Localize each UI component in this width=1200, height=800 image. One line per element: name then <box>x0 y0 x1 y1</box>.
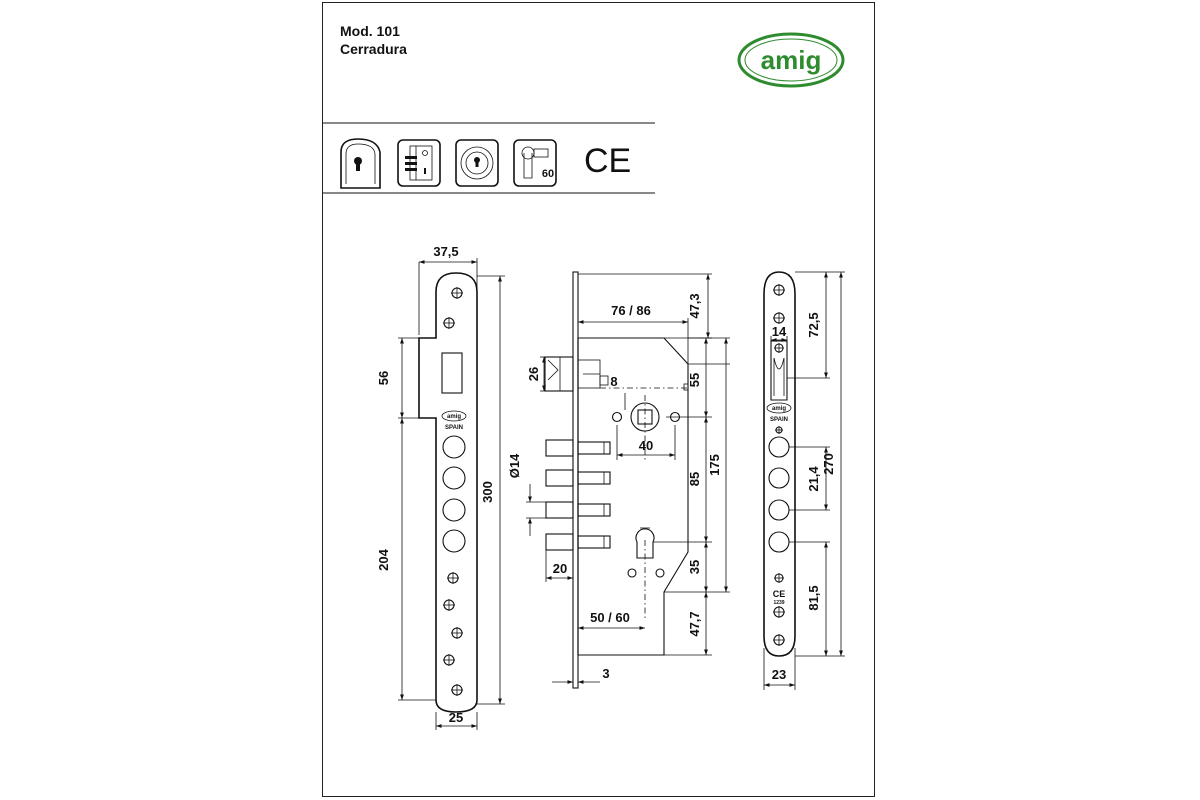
dim-23: 23 <box>772 667 786 682</box>
dim-204: 204 <box>376 548 391 570</box>
latch-bolt <box>544 356 601 392</box>
amig-logo: amig <box>737 32 845 88</box>
deadbolts <box>545 439 611 551</box>
dim-300: 300 <box>480 481 495 503</box>
faceplate-bolt-holes <box>768 436 790 553</box>
square-spindle-mark <box>599 375 609 386</box>
dim-8: 8 <box>610 374 617 389</box>
product-name: Cerradura <box>340 41 407 57</box>
model-number: Mod. 101 <box>340 23 400 39</box>
dim-40: 40 <box>639 438 653 453</box>
faceplate-brand-label: amig <box>772 406 786 412</box>
latch-window <box>441 352 463 394</box>
dim-diameter-14: Ø14 <box>507 453 522 478</box>
faceplate-ce-label: CE <box>773 589 786 599</box>
dim-76-86: 76 / 86 <box>611 303 651 318</box>
model-heading: Mod. 101 Cerradura <box>340 22 407 58</box>
dim-81-5: 81,5 <box>806 585 821 610</box>
dim-21-4: 21,4 <box>806 466 821 492</box>
dim-50-60: 50 / 60 <box>590 610 630 625</box>
faceplate-outline <box>763 271 796 657</box>
dim-3: 3 <box>602 666 609 681</box>
dim-55: 55 <box>687 373 702 387</box>
dim-20: 20 <box>553 561 567 576</box>
door-handle-icon <box>340 138 381 189</box>
lock-case <box>577 337 689 656</box>
handle-follower <box>611 393 681 432</box>
lock-mechanism-icon <box>397 139 441 187</box>
front-bolt-holes <box>442 435 466 553</box>
cylinder-60-label: 60 <box>542 168 554 180</box>
dim-35: 35 <box>687 560 702 574</box>
faceplate-view: amig SPAIN CE 1239 14 72,5 270 21,4 <box>763 271 845 690</box>
dim-175: 175 <box>707 454 722 476</box>
dim-26: 26 <box>526 367 541 381</box>
ce-mark: CE <box>584 142 631 180</box>
front-faceplate-outline <box>418 272 478 713</box>
cylinder-icon: 60 <box>513 139 557 187</box>
faceplate-screws <box>773 284 785 646</box>
round-escutcheon-icon <box>455 139 499 187</box>
dim-270: 270 <box>821 453 836 475</box>
front-spain-label: SPAIN <box>445 425 463 431</box>
dim-37-5: 37,5 <box>433 244 458 259</box>
dim-47-7: 47,7 <box>687 611 702 636</box>
side-view: 8 76 / 86 <box>507 271 730 689</box>
dim-25: 25 <box>449 710 463 725</box>
faceplate-spain-label: SPAIN <box>770 417 788 423</box>
front-screws <box>443 287 463 696</box>
dim-85: 85 <box>687 472 702 486</box>
dim-47-3: 47,3 <box>687 293 702 318</box>
front-view: amig SPAIN 37,5 56 204 300 25 <box>376 244 505 730</box>
faceplate-number-label: 1239 <box>773 600 784 606</box>
logo-text: amig <box>761 45 822 75</box>
dim-72-5: 72,5 <box>806 312 821 337</box>
dim-56: 56 <box>376 371 391 385</box>
front-brand-label: amig <box>447 414 461 420</box>
dim-rear-14: 14 <box>772 324 787 339</box>
side-faceplate <box>572 271 579 689</box>
